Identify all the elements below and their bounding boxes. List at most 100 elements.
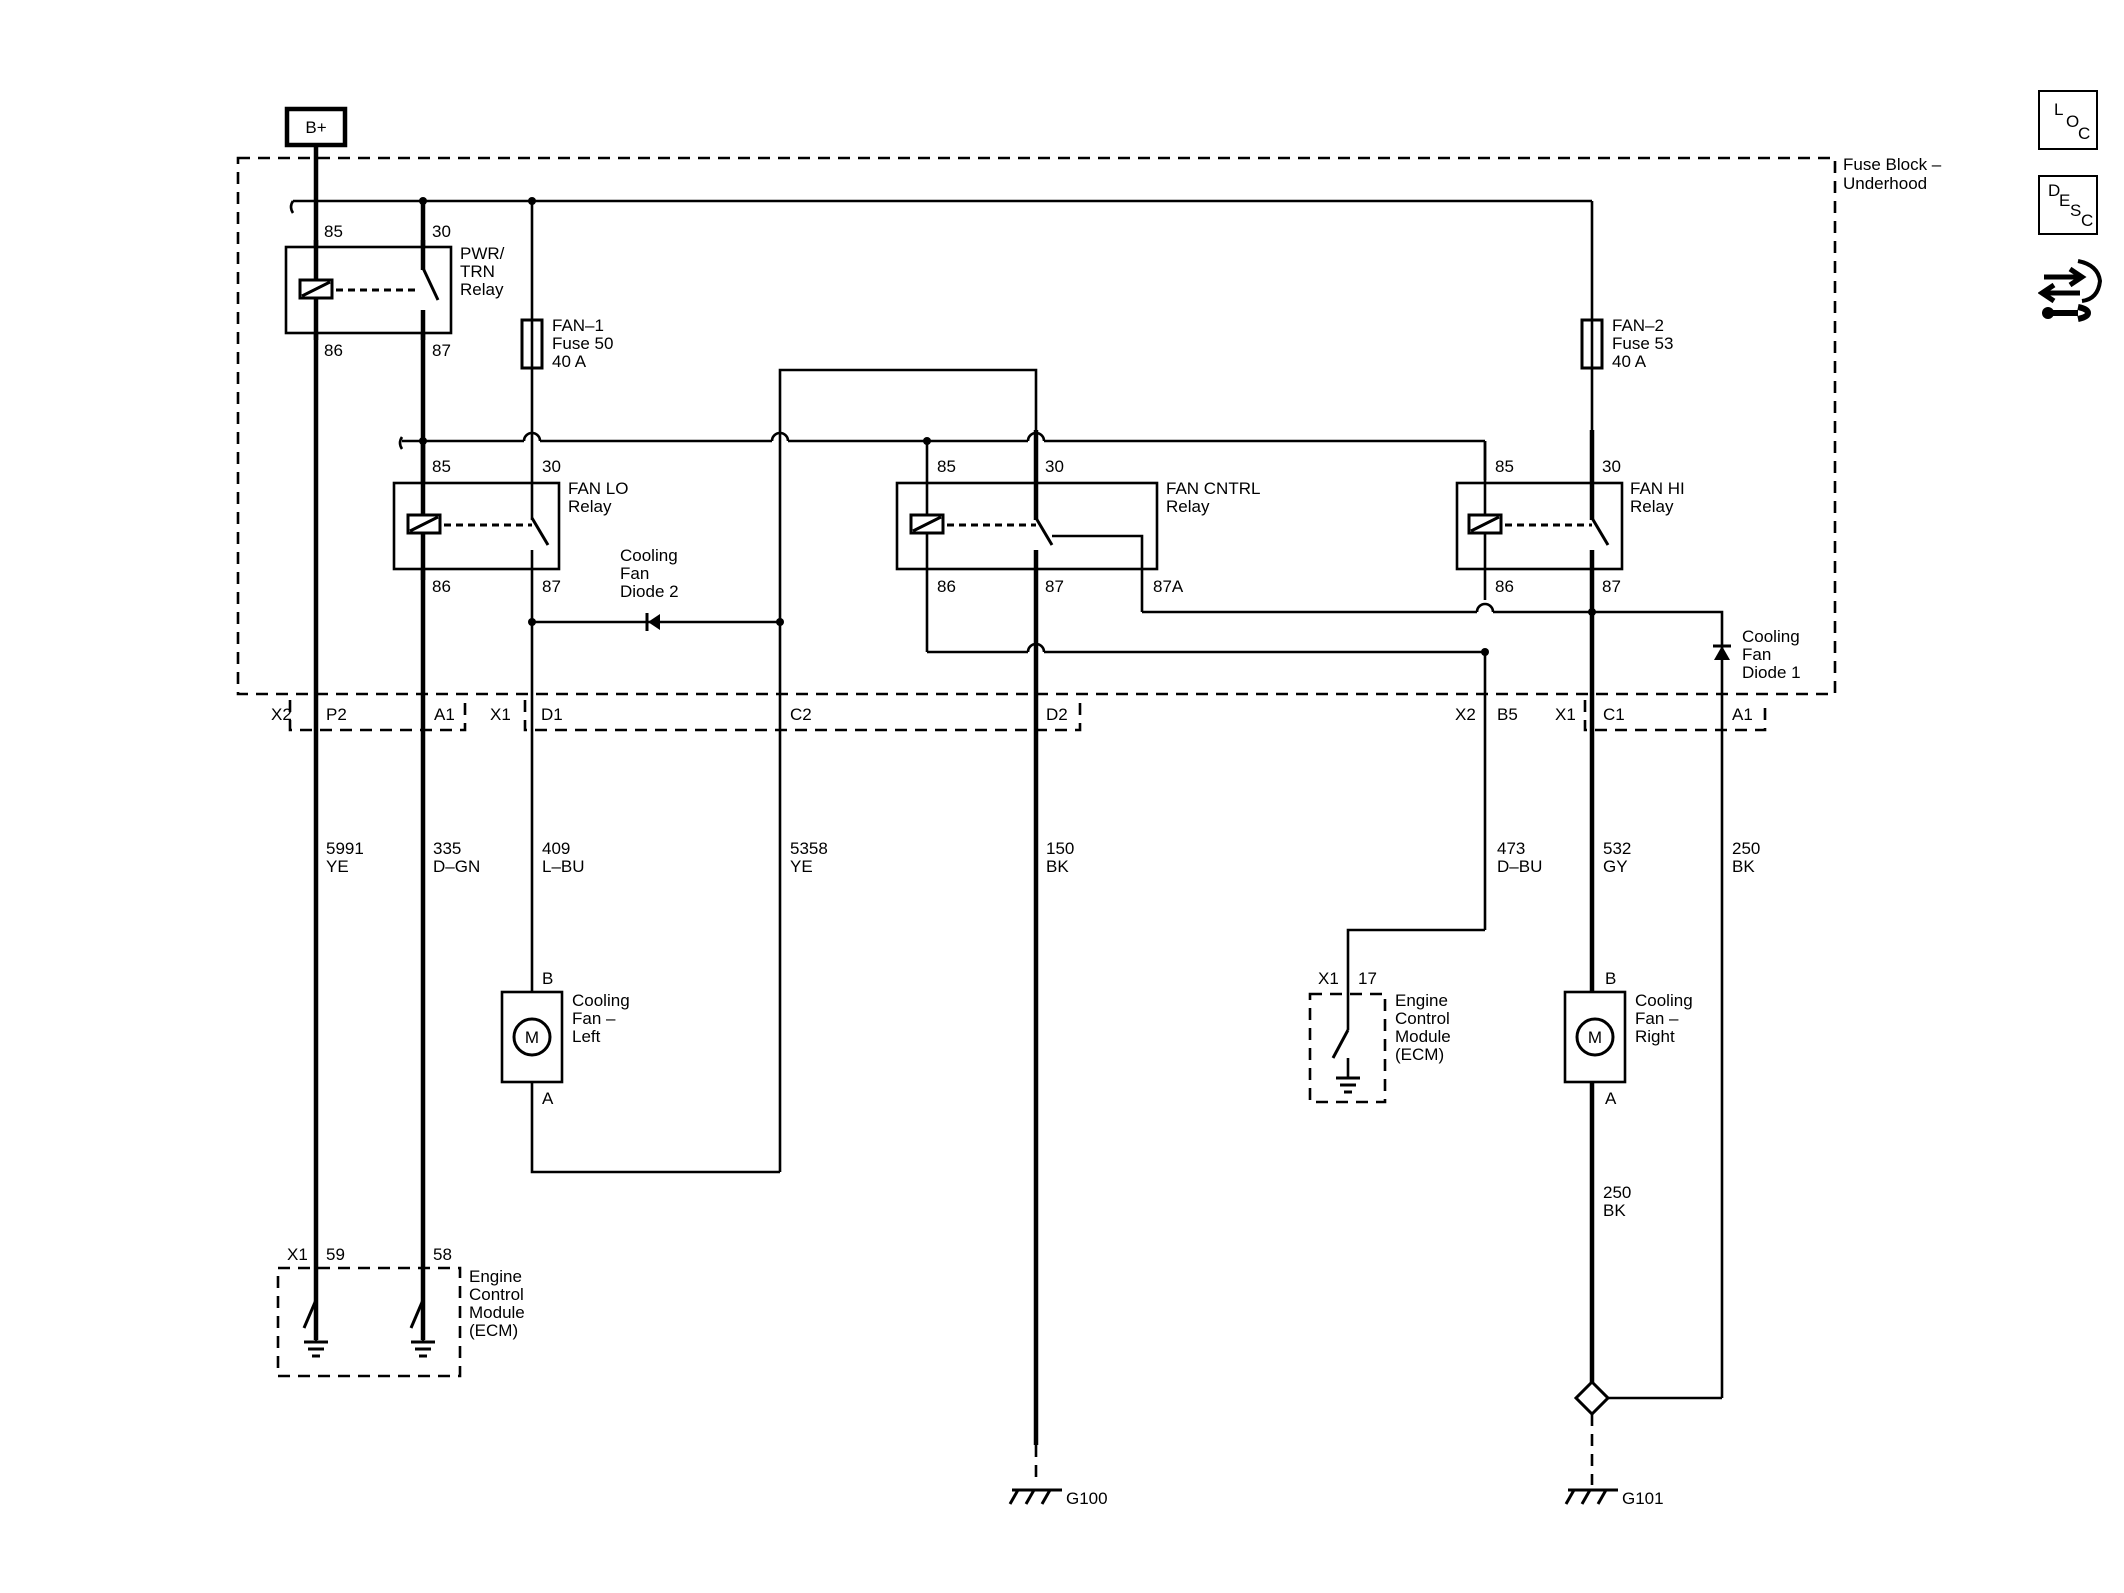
connector-a1-a: A1 [434,705,455,724]
wire-150-number: 150 [1046,839,1074,858]
desc-letter-c: C [2081,211,2094,230]
wire-335-color: D–GN [433,857,480,876]
ecm-mid-label-1: Engine [1395,991,1448,1010]
splice-diamond [1573,1379,1722,1417]
wire-473-number: 473 [1497,839,1525,858]
fan-left-motor-symbol: M [525,1028,539,1047]
desc-letter-d: D [2048,181,2061,200]
wire-150-color: BK [1046,857,1069,876]
ecm-module-middle: X1 17 Engine Control Module (ECM) [1308,969,1451,1104]
cooling-fan-right: M B A Cooling Fan – Right [1563,969,1693,1108]
fan-hi-label-2: Relay [1630,497,1674,516]
fan-lo-pin-87: 87 [542,577,561,596]
fuse-block-label-2: Underhood [1843,174,1927,193]
fan-right-label-1: Cooling [1635,991,1693,1010]
fan1-fuse: FAN–1 Fuse 50 40 A [520,316,613,371]
fan-hi-pin-87: 87 [1602,577,1621,596]
wire-250-b-color: BK [1603,1201,1626,1220]
ecm-mid-label-3: Module [1395,1027,1451,1046]
fan-left-label-1: Cooling [572,991,630,1010]
fan-left-pin-a: A [542,1089,554,1108]
diode-1-label-1: Cooling [1742,627,1800,646]
connector-d2: D2 [1046,705,1068,724]
fan2-fuse-label-3: 40 A [1612,352,1647,371]
connector-c1: C1 [1603,705,1625,724]
fan-right-pin-b: B [1605,969,1616,988]
cooling-fan-left: M B A Cooling Fan – Left [500,969,780,1174]
wire-473-route [1346,928,1485,994]
ecm-bottom-label-1: Engine [469,1267,522,1286]
pwr-trn-label-1: PWR/ [460,244,505,263]
pwr-trn-label-2: TRN [460,262,495,281]
location-icon-button[interactable]: L O C [2038,90,2098,150]
fan-cntrl-label-1: FAN CNTRL [1166,479,1260,498]
wire-87a-to-diode-1: Cooling Fan Diode 1 [1142,602,1801,730]
connector-c2: C2 [790,705,812,724]
pwr-trn-pin-30: 30 [432,222,451,241]
wire-c2-loop [778,368,1038,620]
fan-left-label-2: Fan – [572,1009,616,1028]
pwr-trn-pin-86: 86 [324,341,343,360]
fan-hi-pin-85: 85 [1495,457,1514,476]
fan-right-label-3: Right [1635,1027,1675,1046]
diode-2-label-3: Diode 2 [620,582,679,601]
wire-409-number: 409 [542,839,570,858]
connector-x1-a: X1 [490,705,511,724]
connector-x2-a: X2 [271,705,292,724]
wire-335-number: 335 [433,839,461,858]
ecm-mid-label-2: Control [1395,1009,1450,1028]
wire-250-a-number: 250 [1732,839,1760,858]
diode-1-label-2: Fan [1742,645,1771,664]
fuse-block-label-1: Fuse Block – [1843,155,1942,174]
wire-5991-color: YE [326,857,349,876]
fan-cntrl-pin-85: 85 [937,457,956,476]
cooling-fan-diode-2: Cooling Fan Diode 2 [528,546,784,631]
pwr-trn-pin-85: 85 [324,222,343,241]
fan-lo-pin-85: 85 [432,457,451,476]
ground-g101: G101 [1564,1414,1664,1508]
fan-cntrl-pin-87: 87 [1045,577,1064,596]
description-icon-button[interactable]: D E S C [2038,175,2098,235]
desc-letter-s: S [2070,201,2082,220]
pwr-trn-label-3: Relay [460,280,504,299]
wire-409-color: L–BU [542,857,585,876]
ecm-bottom-pin-58: 58 [433,1245,452,1264]
connector-b5: B5 [1497,705,1518,724]
fan1-fuse-label-2: Fuse 50 [552,334,613,353]
fan-right-label-2: Fan – [1635,1009,1679,1028]
ecm-bottom-label-3: Module [469,1303,525,1322]
ecm-bottom-label-2: Control [469,1285,524,1304]
connector-d1: D1 [541,705,563,724]
fan-cntrl-label-2: Relay [1166,497,1210,516]
fan-lo-label-2: Relay [568,497,612,516]
ecm-mid-label-4: (ECM) [1395,1045,1444,1064]
wire-5991-number: 5991 [326,839,364,858]
fan-cntrl-pin-87a: 87A [1153,577,1184,596]
wire-labels: 5991 YE 335 D–GN 409 L–BU 5358 YE 150 BK… [326,839,1760,1220]
battery-positive-source: B+ [284,106,348,148]
diode-2-label-1: Cooling [620,546,678,565]
fan-lo-pin-30: 30 [542,457,561,476]
fan1-fuse-label-1: FAN–1 [552,316,604,335]
coil-86-return-bus [927,642,1489,930]
ecm-bottom-x1: X1 [287,1245,308,1264]
ecm-mid-x1: X1 [1318,969,1339,988]
ecm-module-bottom: X1 59 58 Engine Control Module (ECM) [276,1245,525,1378]
fan-lo-relay: 85 30 86 87 FAN LO Relay [392,430,628,620]
middle-bus [398,431,1487,480]
fan-right-motor-symbol: M [1588,1028,1602,1047]
desc-letter-e: E [2059,191,2071,210]
loc-letter-l: L [2054,100,2064,119]
wire-473-color: D–BU [1497,857,1542,876]
diode-2-label-2: Fan [620,564,649,583]
fan-hi-label-1: FAN HI [1630,479,1685,498]
wire-532-color: GY [1603,857,1628,876]
top-bus [289,197,1592,214]
connector-x1-b: X1 [1555,705,1576,724]
connector-wrench-icon-button[interactable] [2038,255,2104,331]
fuse-block-boundary [236,156,1837,696]
ecm-bottom-label-4: (ECM) [469,1321,518,1340]
ecm-bottom-pin-59: 59 [326,1245,345,1264]
loc-letter-o: O [2066,112,2080,131]
